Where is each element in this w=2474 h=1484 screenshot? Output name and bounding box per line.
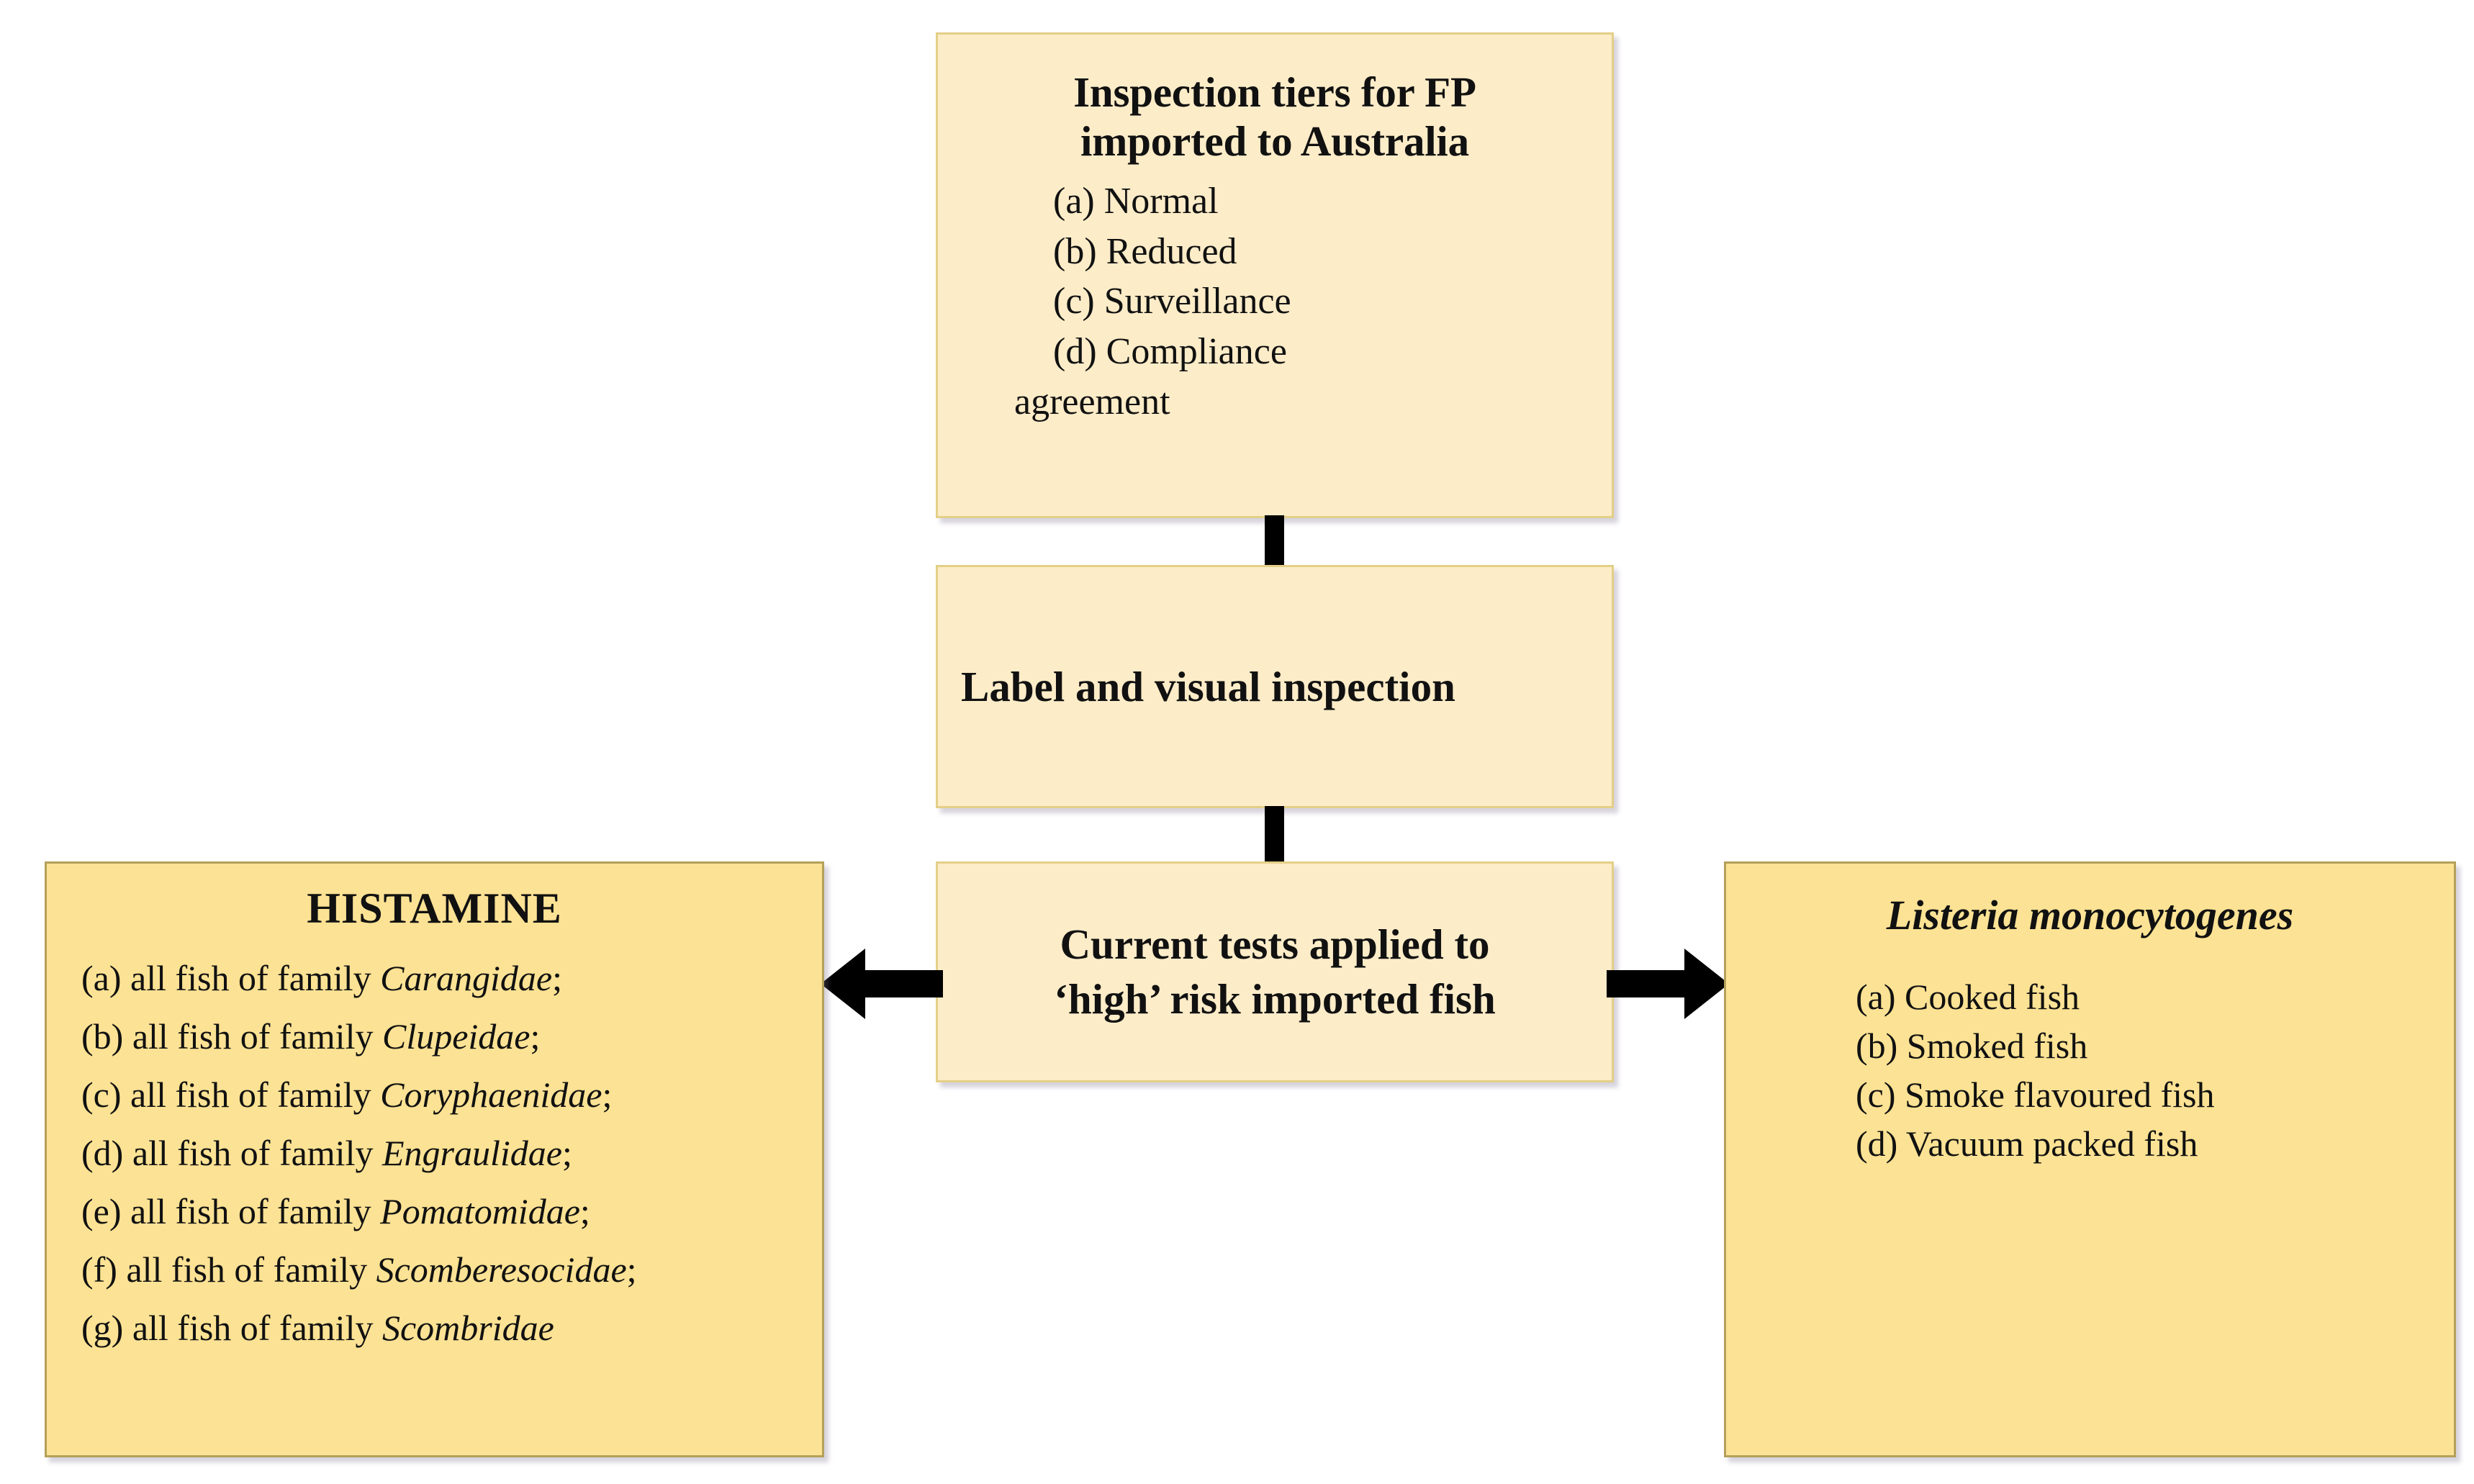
node-inspection-tiers: Inspection tiers for FP imported to Aust… bbox=[936, 32, 1614, 518]
list-item-continuation: agreement bbox=[1014, 381, 1170, 422]
list-marker: (d) bbox=[81, 1133, 124, 1173]
node-inspection-tiers-title-line2: imported to Australia bbox=[1080, 117, 1469, 166]
species-name: Carangidae bbox=[380, 958, 553, 998]
list-marker: (b) bbox=[81, 1016, 124, 1057]
connector-top-to-middle bbox=[1265, 515, 1284, 567]
node-current-tests-title: Current tests applied to ‘high’ risk imp… bbox=[1035, 918, 1514, 1026]
list-suffix: ; bbox=[552, 958, 562, 998]
list-suffix: ; bbox=[561, 1133, 572, 1173]
connector-middle-to-current bbox=[1265, 806, 1284, 864]
species-name: Scombridae bbox=[382, 1308, 554, 1348]
list-item: (c) Smoke flavoured fish bbox=[1856, 1074, 2215, 1115]
species-name: Clupeidae bbox=[382, 1016, 531, 1057]
histamine-fish-family-list: (a) all fish of family Carangidae; (b) a… bbox=[71, 949, 798, 1357]
node-inspection-tiers-title-line1: Inspection tiers for FP bbox=[1073, 68, 1476, 116]
list-text: all fish of family bbox=[132, 1133, 382, 1173]
node-current-tests-title-line2: ‘high’ risk imported fish bbox=[1054, 974, 1496, 1023]
node-current-tests: Current tests applied to ‘high’ risk imp… bbox=[936, 861, 1614, 1082]
node-histamine: HISTAMINE (a) all fish of family Carangi… bbox=[45, 861, 824, 1457]
inspection-tier-list: (a) Normal (b) Reduced (c) Surveillance … bbox=[981, 176, 1568, 427]
species-name: Coryphaenidae bbox=[380, 1074, 602, 1115]
node-label-visual-inspection: Label and visual inspection bbox=[936, 565, 1614, 808]
list-suffix: ; bbox=[626, 1249, 637, 1290]
list-item: (d) all fish of family Engraulidae; bbox=[81, 1124, 798, 1182]
list-suffix: ; bbox=[602, 1074, 613, 1115]
list-marker: (f) bbox=[81, 1249, 117, 1290]
list-text: all fish of family bbox=[132, 1016, 382, 1057]
list-item: (a) Normal bbox=[1053, 180, 1219, 222]
list-item: (g) all fish of family Scombridae bbox=[81, 1299, 798, 1357]
list-marker: (e) bbox=[81, 1191, 122, 1231]
node-listeria-title: Listeria monocytogenes bbox=[1886, 892, 2294, 938]
list-text: all fish of family bbox=[130, 958, 381, 998]
node-inspection-tiers-title: Inspection tiers for FP imported to Aust… bbox=[981, 68, 1568, 166]
list-item: (b) all fish of family Clupeidae; bbox=[81, 1008, 798, 1066]
node-histamine-title: HISTAMINE bbox=[307, 884, 562, 932]
list-item: (c) Surveillance bbox=[1053, 281, 1291, 322]
list-text: all fish of family bbox=[132, 1308, 382, 1348]
list-suffix: ; bbox=[579, 1191, 590, 1231]
list-item: (b) Reduced bbox=[1053, 230, 1237, 272]
list-item: (a) all fish of family Carangidae; bbox=[81, 949, 798, 1008]
list-marker: (g) bbox=[81, 1308, 124, 1348]
list-item: (d) Compliance bbox=[1053, 330, 1287, 372]
list-item: (e) all fish of family Pomatomidae; bbox=[81, 1182, 798, 1241]
species-name: Pomatomidae bbox=[380, 1191, 580, 1231]
list-text: all fish of family bbox=[126, 1249, 376, 1290]
list-item: (b) Smoked fish bbox=[1856, 1026, 2088, 1066]
list-item: (a) Cooked fish bbox=[1856, 977, 2080, 1017]
list-marker: (c) bbox=[81, 1074, 122, 1115]
list-marker: (a) bbox=[81, 958, 122, 998]
list-item: (f) all fish of family Scomberesocidae; bbox=[81, 1241, 798, 1299]
node-label-visual-inspection-title: Label and visual inspection bbox=[961, 662, 1455, 710]
node-current-tests-title-line1: Current tests applied to bbox=[1060, 920, 1490, 968]
node-listeria-monocytogenes: Listeria monocytogenes (a) Cooked fish (… bbox=[1724, 861, 2456, 1457]
list-suffix: ; bbox=[530, 1016, 541, 1057]
species-name: Scomberesocidae bbox=[376, 1249, 627, 1290]
list-text: all fish of family bbox=[130, 1074, 381, 1115]
left-arrow-icon bbox=[821, 949, 943, 1019]
listeria-product-list: (a) Cooked fish (b) Smoked fish (c) Smok… bbox=[1755, 972, 2425, 1168]
right-arrow-icon bbox=[1607, 949, 1729, 1019]
list-item: (c) all fish of family Coryphaenidae; bbox=[81, 1066, 798, 1124]
list-text: all fish of family bbox=[130, 1191, 381, 1231]
list-item: (d) Vacuum packed fish bbox=[1856, 1123, 2198, 1164]
species-name: Engraulidae bbox=[382, 1133, 562, 1173]
